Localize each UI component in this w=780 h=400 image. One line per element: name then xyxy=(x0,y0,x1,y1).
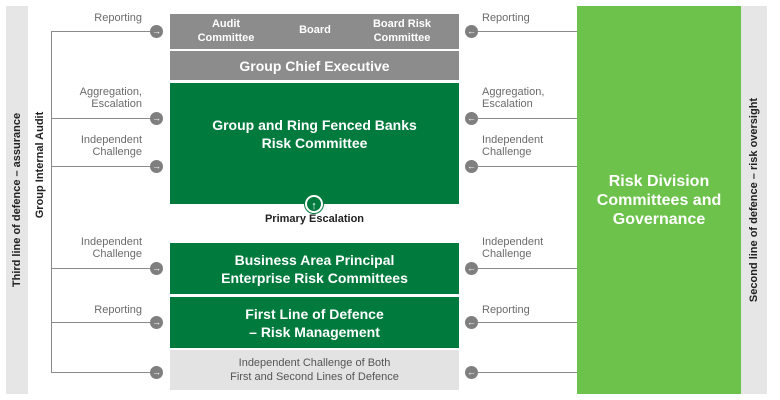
group-chief-executive-box: Group Chief Executive xyxy=(170,51,459,80)
right-label-challenge-1: Independent Challenge xyxy=(482,134,544,158)
independent-challenge-both-box: Independent Challenge of Both First and … xyxy=(170,350,459,390)
independent-challenge-both-label: Independent Challenge of Both First and … xyxy=(230,357,399,383)
left-line-challenge-2 xyxy=(51,268,151,269)
board-box: Board xyxy=(299,24,331,36)
left-arrow-icon: ← xyxy=(465,112,478,125)
right-label-reporting-bottom: Reporting xyxy=(482,304,530,316)
left-arrow-icon: ← xyxy=(465,160,478,173)
left-arrow-icon: ← xyxy=(465,316,478,329)
first-line-label: First Line of Defence – Risk Management xyxy=(245,305,384,340)
left-line-bottom xyxy=(51,372,151,373)
right-line-challenge-1 xyxy=(478,166,578,167)
right-line-challenge-2 xyxy=(478,268,578,269)
right-arrow-icon: → xyxy=(150,112,163,125)
audit-committee-box: Audit Committee xyxy=(197,18,255,44)
right-arrow-icon: → xyxy=(150,366,163,379)
group-internal-audit-label-wrap: Group Internal Audit xyxy=(32,60,48,270)
right-sidebar: Second line of defence – risk oversight xyxy=(741,6,767,394)
group-ring-fenced-label: Group and Ring Fenced Banks Risk Committ… xyxy=(212,116,417,151)
left-label-aggregation: Aggregation, Escalation xyxy=(79,86,142,110)
left-line-challenge-1 xyxy=(51,166,151,167)
left-arrow-icon: ← xyxy=(465,262,478,275)
right-arrow-icon: → xyxy=(150,262,163,275)
primary-escalation-label: Primary Escalation xyxy=(264,213,365,225)
left-line-reporting-top xyxy=(51,31,151,32)
right-label-challenge-2: Independent Challenge xyxy=(482,236,544,260)
second-line-label: Second line of defence – risk oversight xyxy=(748,97,760,303)
left-line-aggregation xyxy=(51,118,151,119)
right-line-bottom xyxy=(478,372,578,373)
right-arrow-icon: → xyxy=(150,25,163,38)
right-arrow-icon: → xyxy=(150,316,163,329)
up-arrow-icon: ↑ xyxy=(305,195,323,213)
right-line-reporting-bottom xyxy=(478,322,578,323)
left-line-reporting-bottom xyxy=(51,322,151,323)
top-governance-row: Audit Committee Board Board Risk Committ… xyxy=(170,14,459,49)
right-label-reporting-top: Reporting xyxy=(482,12,530,24)
group-ring-fenced-box: Group and Ring Fenced Banks Risk Committ… xyxy=(170,83,459,204)
left-bracket-line xyxy=(51,31,52,373)
right-label-aggregation: Aggregation, Escalation xyxy=(482,86,545,110)
third-line-label: Third line of defence – assurance xyxy=(11,112,23,288)
left-label-challenge-2: Independent Challenge xyxy=(80,236,142,260)
risk-division-label: Risk Division Committees and Governance xyxy=(596,172,722,228)
business-area-box: Business Area Principal Enterprise Risk … xyxy=(170,243,459,294)
group-chief-executive-label: Group Chief Executive xyxy=(239,57,390,74)
right-line-aggregation xyxy=(478,118,578,119)
left-label-challenge-1: Independent Challenge xyxy=(80,134,142,158)
left-label-reporting-top: Reporting xyxy=(94,12,142,24)
group-internal-audit-label: Group Internal Audit xyxy=(34,111,46,219)
left-arrow-icon: ← xyxy=(465,25,478,38)
first-line-box: First Line of Defence – Risk Management xyxy=(170,297,459,348)
right-line-reporting-top xyxy=(478,31,578,32)
left-label-reporting-bottom: Reporting xyxy=(94,304,142,316)
left-sidebar: Third line of defence – assurance xyxy=(6,6,28,394)
risk-division-box: Risk Division Committees and Governance xyxy=(577,6,741,394)
right-arrow-icon: → xyxy=(150,160,163,173)
business-area-label: Business Area Principal Enterprise Risk … xyxy=(221,251,408,286)
left-arrow-icon: ← xyxy=(465,366,478,379)
board-risk-committee-box: Board Risk Committee xyxy=(372,18,432,44)
